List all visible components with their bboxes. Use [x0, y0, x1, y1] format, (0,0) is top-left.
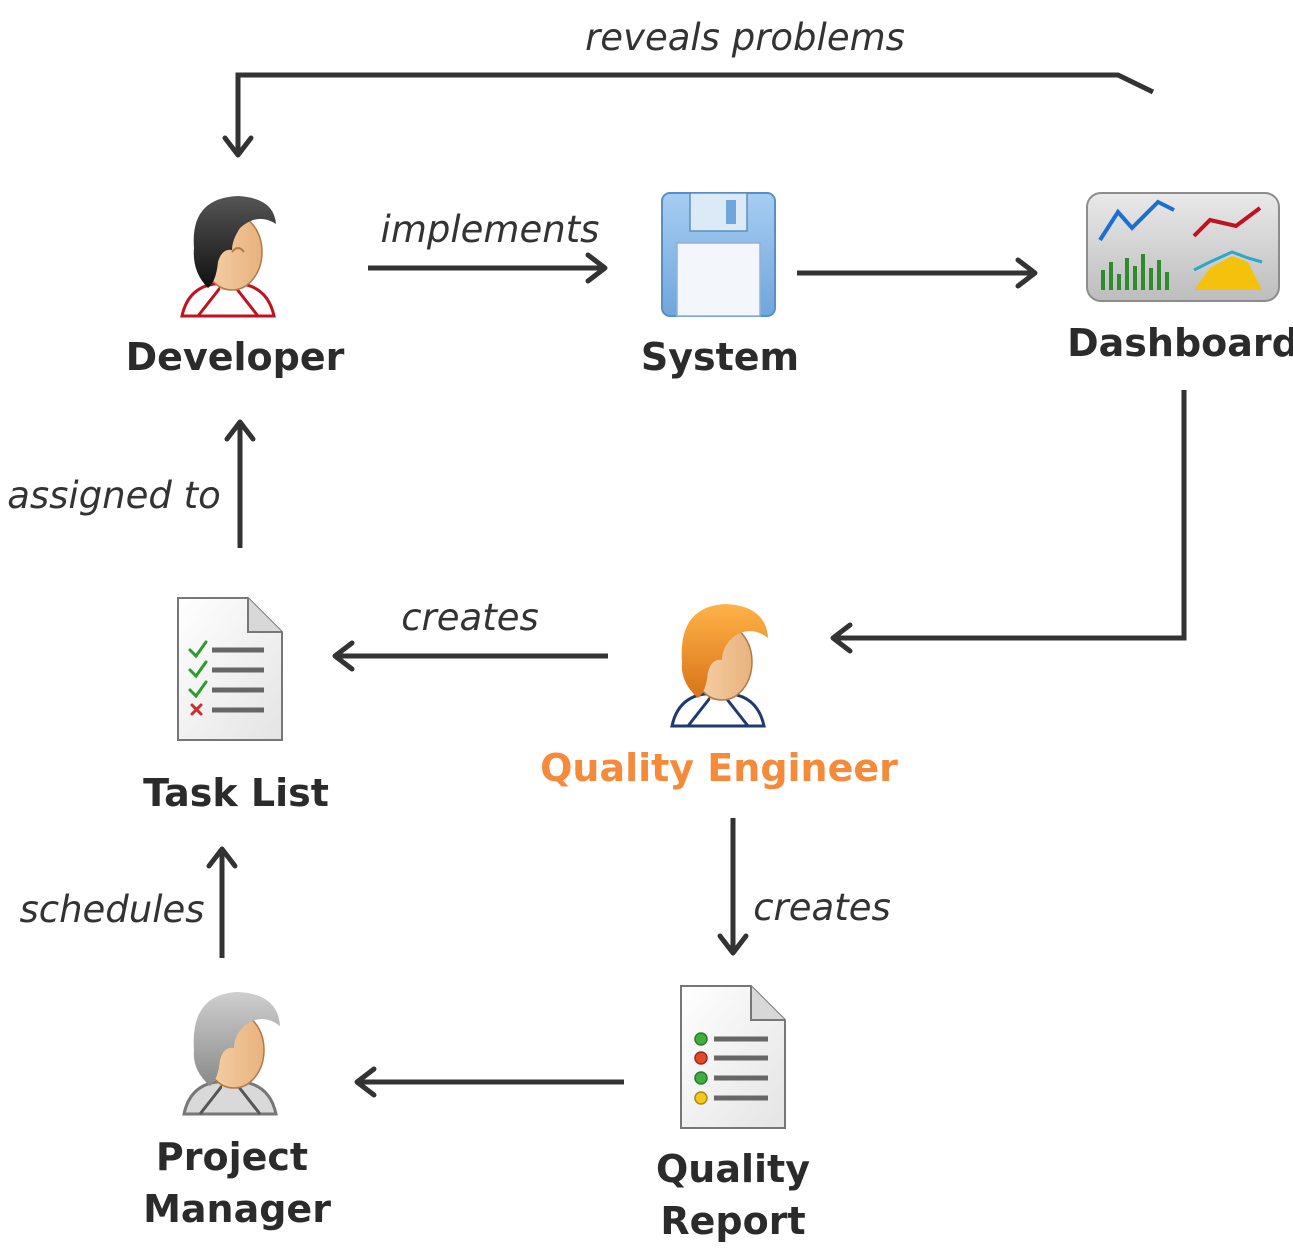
label-assigned-to: assigned to: [7, 474, 221, 517]
edge-schedules: [206, 846, 238, 958]
node-label-task-list: Task List: [143, 771, 329, 815]
label-creates-task-list: creates: [401, 596, 539, 639]
floppy-disk-icon: [661, 192, 776, 317]
dashboard-charts-icon: [1086, 192, 1280, 302]
node-label-dashboard: Dashboard: [1067, 321, 1293, 365]
edge-reveals-problems: [222, 72, 1155, 158]
label-schedules: schedules: [19, 888, 204, 931]
edge-system-to-dashboard: [797, 257, 1038, 289]
node-label-quality-engineer: Quality Engineer: [540, 746, 898, 790]
report-document-icon: [680, 985, 786, 1129]
label-implements: implements: [381, 208, 600, 251]
edge-creates-task-list: [332, 640, 608, 672]
edge-implements: [368, 252, 608, 284]
node-label-project-manager-line2: Manager: [143, 1187, 331, 1231]
edge-dashboard-to-quality-engineer: [830, 390, 1187, 654]
node-label-developer: Developer: [126, 335, 345, 379]
edge-report-to-project-manager: [354, 1066, 624, 1098]
checklist-document-icon: [177, 597, 283, 741]
edge-assigned-to: [224, 419, 256, 548]
node-label-system: System: [641, 335, 799, 379]
person-icon: [670, 604, 768, 728]
edge-creates-report: [717, 818, 749, 956]
label-creates-report: creates: [753, 886, 891, 929]
node-label-quality-report-line1: Quality: [656, 1147, 810, 1191]
node-label-project-manager-line1: Project: [156, 1135, 308, 1179]
node-label-quality-report-line2: Report: [660, 1199, 805, 1243]
person-icon: [182, 992, 280, 1116]
label-reveals-problems: reveals problems: [585, 16, 905, 59]
person-icon: [180, 196, 276, 318]
